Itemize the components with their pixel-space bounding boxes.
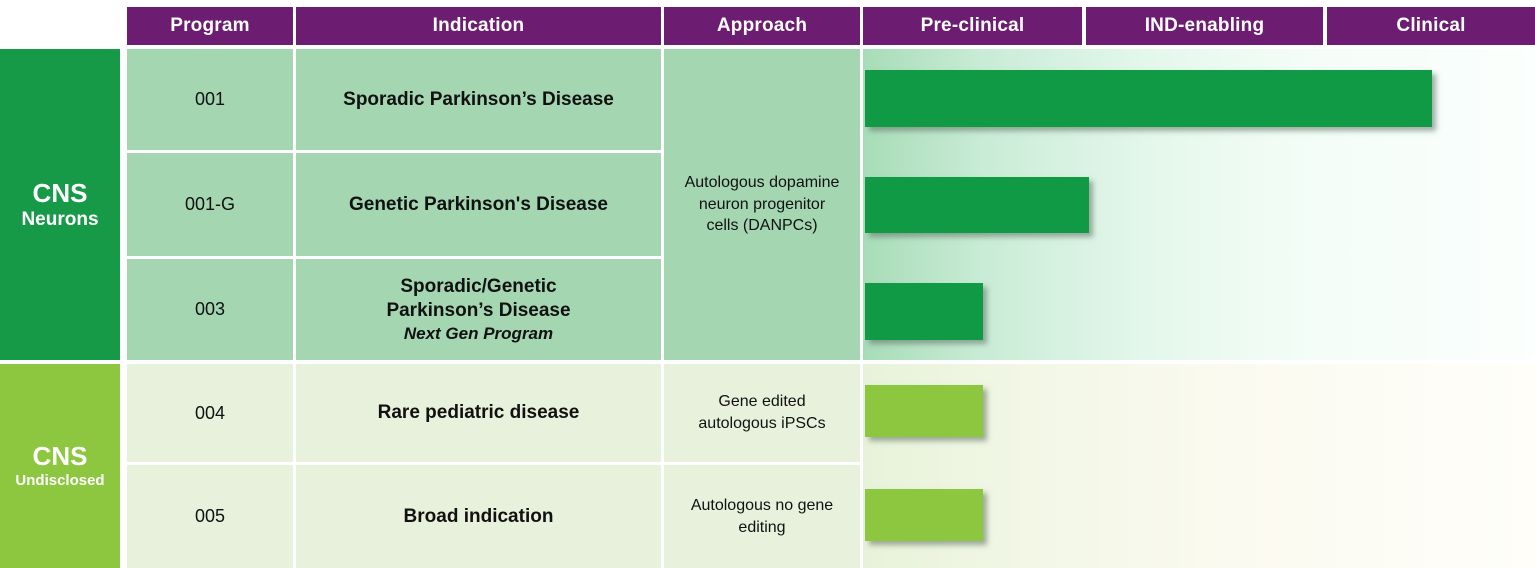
- program-cell: 003: [127, 259, 293, 360]
- indication-text: Sporadic Parkinson’s Disease: [343, 88, 614, 110]
- indication-note: Next Gen Program: [403, 323, 554, 343]
- program-id: 004: [194, 402, 226, 423]
- column-header-label: Approach: [716, 15, 808, 36]
- group-subtitle: Undisclosed: [15, 472, 105, 490]
- approach-text: Autologous no gene editing: [690, 496, 834, 536]
- column-header-label: Program: [170, 15, 250, 36]
- program-cell: 004: [127, 364, 293, 462]
- indication-cell: Rare pediatric disease: [296, 364, 661, 462]
- column-header-clinical: Clinical: [1327, 7, 1535, 45]
- column-header-program: Program: [127, 7, 293, 45]
- progress-bar-001: [865, 70, 1432, 127]
- group-title: CNS: [32, 177, 88, 208]
- column-header-label: IND-enabling: [1144, 15, 1265, 36]
- progress-bar-001-g: [865, 177, 1089, 233]
- approach-text: Gene edited autologous iPSCs: [698, 393, 826, 432]
- column-header-ind-enabling: IND-enabling: [1086, 7, 1323, 45]
- indication-cell: Sporadic Parkinson’s Disease: [296, 49, 661, 150]
- column-header-label: Pre-clinical: [920, 15, 1025, 36]
- indication-cell: Broad indication: [296, 465, 661, 568]
- program-id: 001-G: [184, 194, 236, 214]
- indication-text: Genetic Parkinson's Disease: [348, 193, 609, 215]
- approach-cell: Gene edited autologous iPSCs: [664, 364, 860, 462]
- progress-bar-005: [865, 489, 983, 541]
- approach-text: Autologous dopamine neuron progenitor ce…: [684, 174, 840, 235]
- group-cns-neurons: CNS Neurons: [0, 49, 120, 360]
- group-cns-undisclosed: CNS Undisclosed: [0, 364, 120, 568]
- indication-text: Broad indication: [403, 505, 554, 527]
- column-header-indication: Indication: [296, 7, 661, 45]
- approach-cell: Autologous no gene editing: [664, 465, 860, 568]
- program-cell: 001-G: [127, 153, 293, 256]
- program-cell: 001: [127, 49, 293, 150]
- column-header-pre-clinical: Pre-clinical: [863, 7, 1082, 45]
- program-id: 003: [194, 299, 226, 319]
- column-header-approach: Approach: [664, 7, 860, 45]
- progress-bar-003: [865, 283, 983, 340]
- group-title: CNS: [32, 441, 88, 472]
- indication-text: Rare pediatric disease: [377, 402, 580, 424]
- program-id: 001: [194, 89, 226, 109]
- program-cell: 005: [127, 465, 293, 568]
- program-id: 005: [194, 506, 226, 526]
- indication-text: Sporadic/Genetic Parkinson’s Disease: [386, 276, 571, 321]
- indication-cell: Sporadic/Genetic Parkinson’s Disease Nex…: [296, 259, 661, 360]
- column-header-label: Clinical: [1396, 15, 1466, 36]
- indication-cell: Genetic Parkinson's Disease: [296, 153, 661, 256]
- progress-bar-004: [865, 385, 983, 437]
- group-subtitle: Neurons: [21, 208, 99, 230]
- column-header-label: Indication: [432, 15, 525, 36]
- approach-cell-cns-neurons: Autologous dopamine neuron progenitor ce…: [664, 49, 860, 360]
